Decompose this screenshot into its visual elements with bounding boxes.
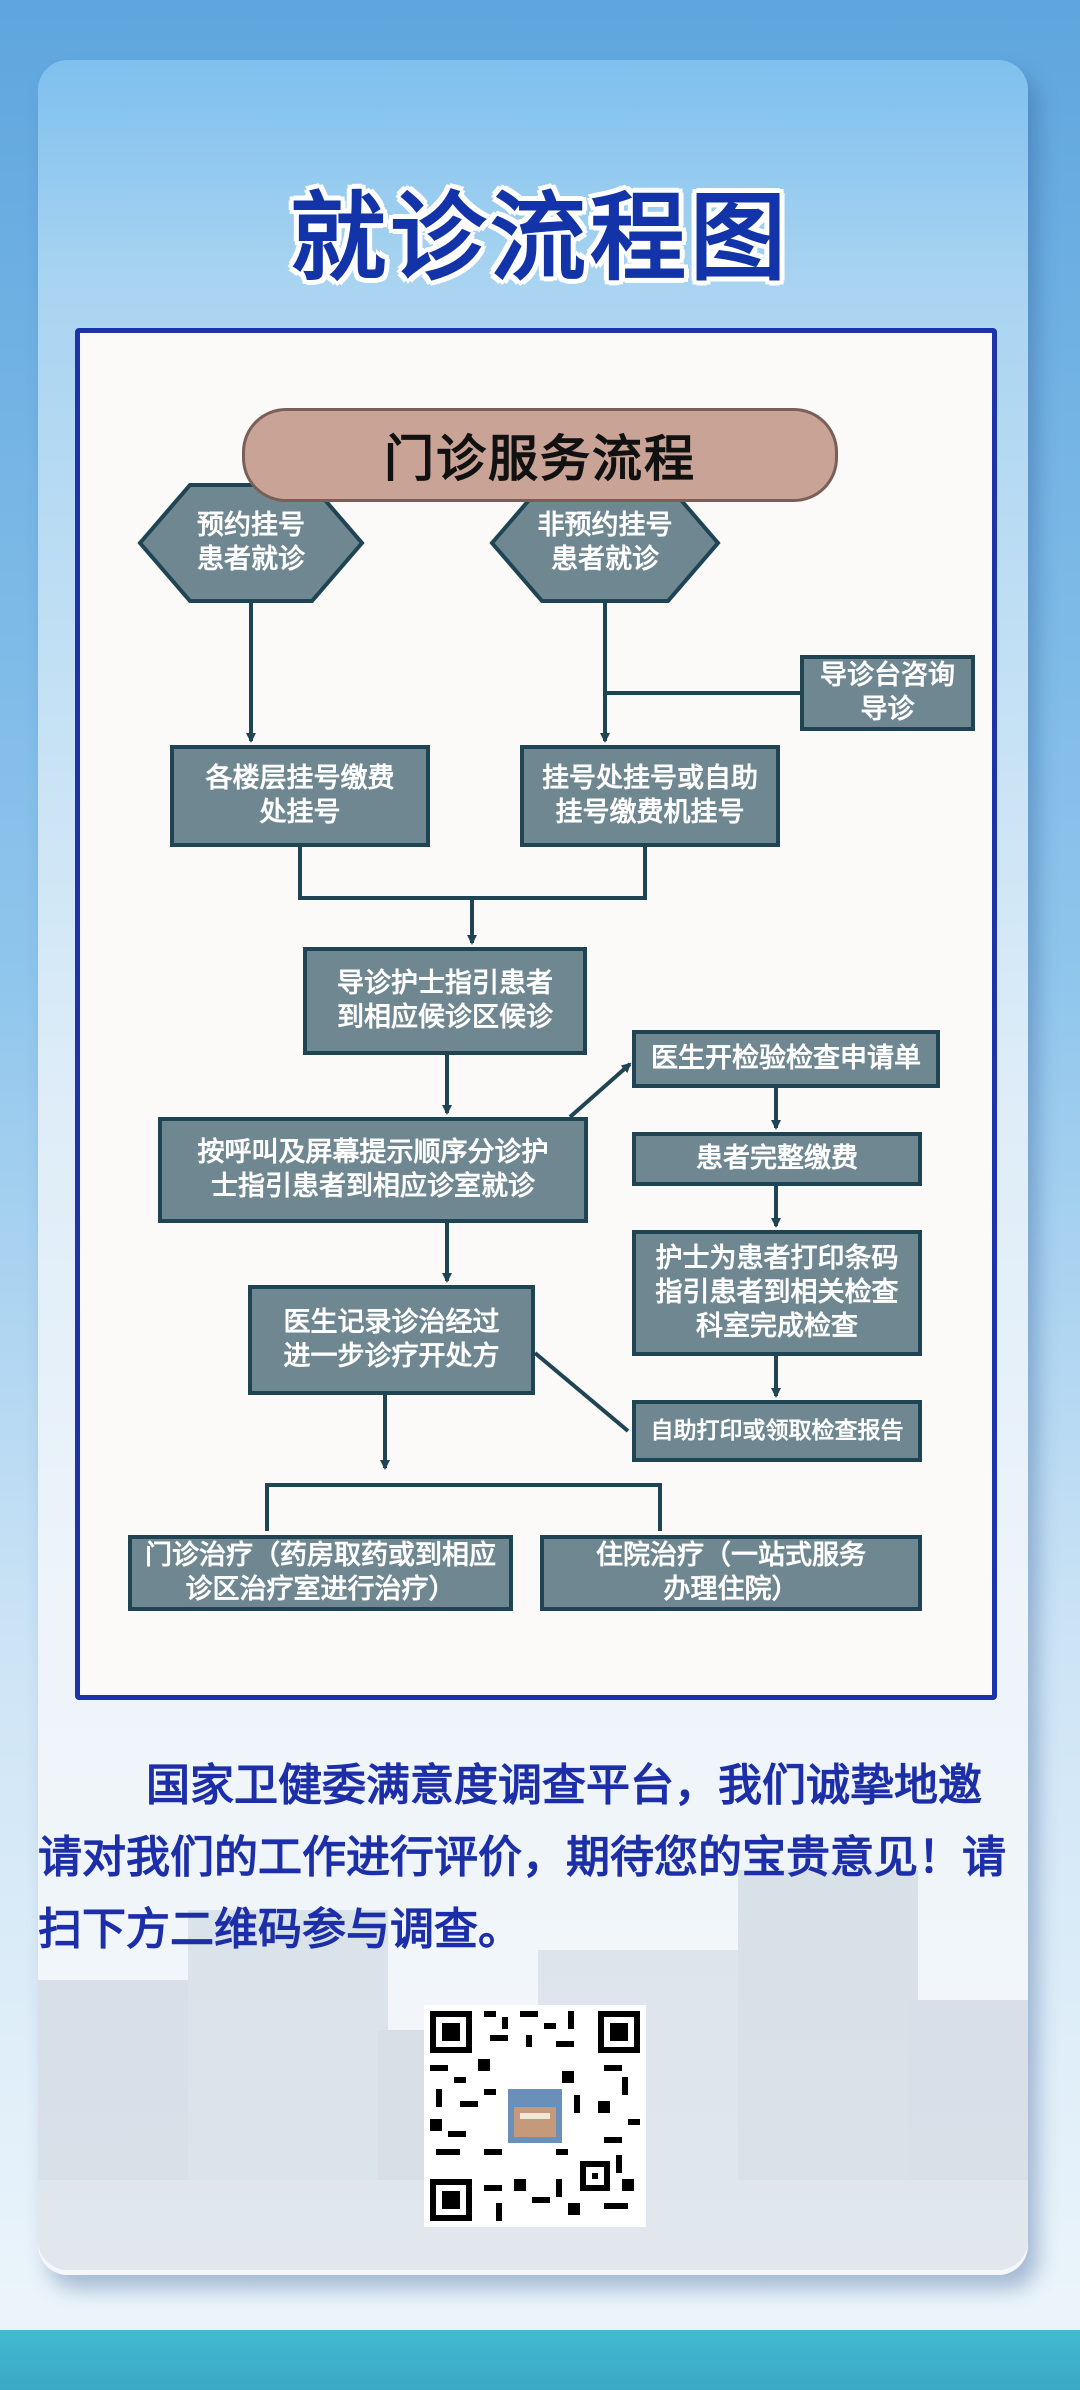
node-test-request: 医生开检验检查申请单 <box>632 1030 940 1088</box>
node-doctor-prescription: 医生记录诊治经过 进一步诊疗开处方 <box>248 1285 535 1395</box>
hexagon-node-appointment <box>137 483 365 603</box>
node-outpatient-treatment: 门诊治疗（药房取药或到相应 诊区治疗室进行治疗） <box>128 1535 513 1611</box>
node-floor-registration: 各楼层挂号缴费 处挂号 <box>170 745 430 847</box>
bottom-band <box>0 2330 1080 2390</box>
node-walkin-registration: 非预约挂号 患者就诊 <box>537 510 673 575</box>
node-appointment-registration: 预约挂号 患者就诊 <box>197 510 305 575</box>
flow-connectors <box>137 483 800 1531</box>
main-title: 就诊流程图 <box>290 182 790 294</box>
node-triage-call: 按呼叫及屏幕提示顺序分诊护 士指引患者到相应诊室就诊 <box>158 1117 588 1223</box>
survey-qr-code[interactable] <box>424 2005 646 2227</box>
survey-invitation-text: 国家卫健委满意度调查平台，我们诚挚地邀请对我们的工作进行评价，期待您的宝贵意见！… <box>38 1760 1006 1955</box>
node-full-payment: 患者完整缴费 <box>632 1132 922 1186</box>
node-print-report: 自助打印或领取检查报告 <box>632 1400 922 1462</box>
node-print-barcode: 护士为患者打印条码 指引患者到相关检查 科室完成检查 <box>632 1230 922 1356</box>
flowchart-panel: 门诊服务流程 预约挂号 患者就诊 非预约挂号 患者就诊 导诊台咨询 导诊 各楼层… <box>75 328 997 1700</box>
section-title-pill: 门诊服务流程 <box>242 408 838 502</box>
node-inpatient-treatment: 住院治疗（一站式服务 办理住院） <box>540 1535 922 1611</box>
node-counter-or-kiosk: 挂号处挂号或自助 挂号缴费机挂号 <box>520 745 780 847</box>
node-nurse-guide-waiting: 导诊护士指引患者 到相应候诊区候诊 <box>303 947 587 1055</box>
node-guide-desk: 导诊台咨询 导诊 <box>800 655 975 731</box>
